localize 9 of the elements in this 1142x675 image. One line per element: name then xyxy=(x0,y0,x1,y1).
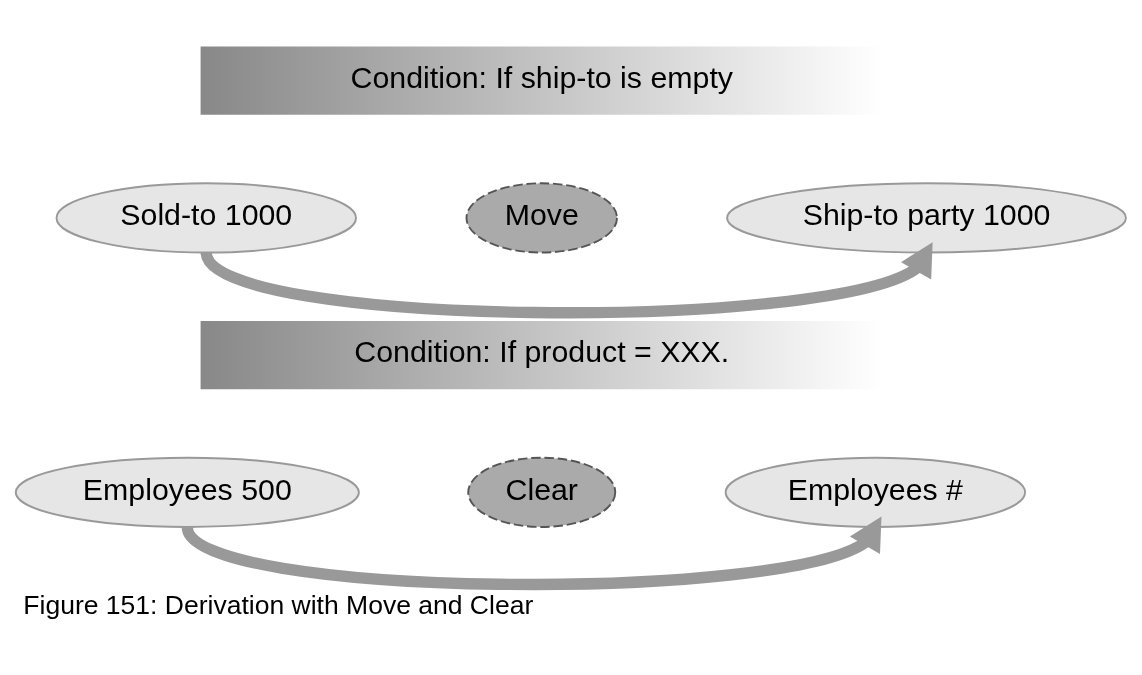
arrow xyxy=(182,516,882,590)
node-ellipse: Employees # xyxy=(724,456,1027,528)
node-ellipse: Ship-to party 1000 xyxy=(726,182,1127,254)
node-ellipse: Clear xyxy=(467,456,617,528)
caption: Figure 151: Derivation with Move and Clear xyxy=(23,589,534,620)
node-ellipse: Employees 500 xyxy=(14,456,360,528)
node-ellipse: Move xyxy=(465,182,618,254)
node-ellipse: Sold-to 1000 xyxy=(55,182,357,254)
arrow xyxy=(201,242,933,319)
